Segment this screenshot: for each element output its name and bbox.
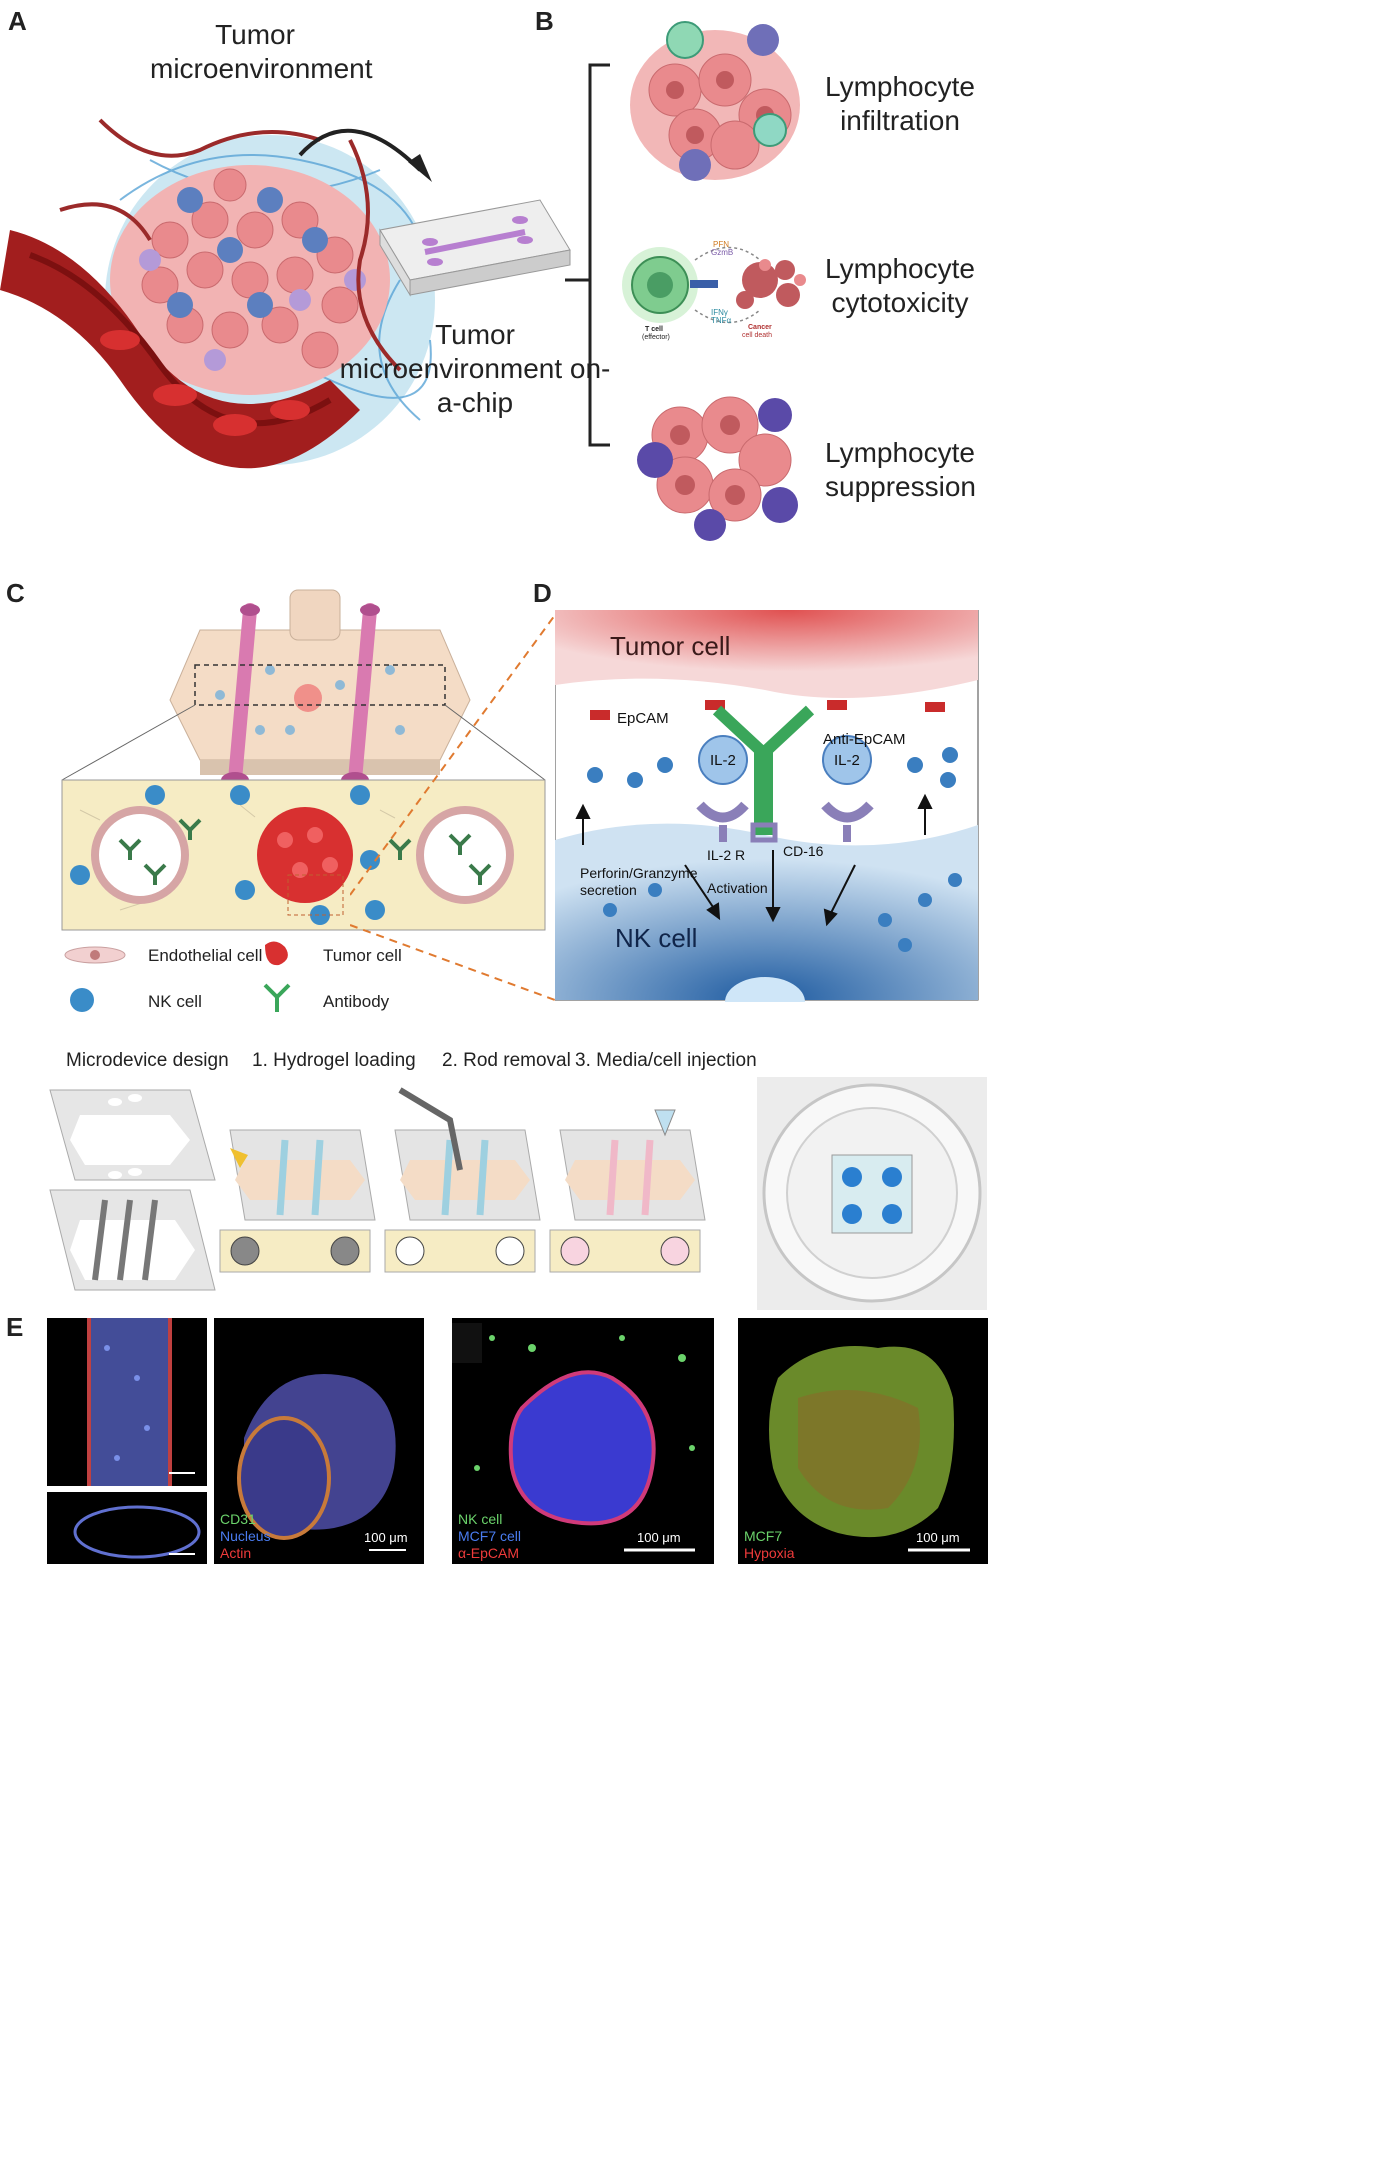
img2-legend-2: Nucleus <box>220 1528 271 1544</box>
cytotoxicity-line2: cytotoxicity <box>831 287 969 318</box>
nk-cell-text: NK cell <box>615 923 697 953</box>
tme-title-line1: Tumor <box>215 19 295 50</box>
img2-legend-3: Actin <box>220 1545 252 1561</box>
cytotoxicity-line1: Lymphocyte <box>825 253 975 284</box>
img4-legend-1: MCF7 <box>744 1528 783 1544</box>
cancer-text: Cancer <box>748 324 772 331</box>
img3-scale-text: 100 μm <box>637 1530 681 1545</box>
chip-caption-line3: a-chip <box>436 387 514 418</box>
nk-mcf7-image: NK cell MCF7 cell α-EpCAM 100 μm <box>452 1318 714 1564</box>
suppression-illustration <box>637 396 798 541</box>
infiltration-line2: infiltration <box>840 105 960 136</box>
cd16-text: CD-16 <box>783 843 824 859</box>
legend-antibody: Antibody <box>323 992 390 1011</box>
infiltration-line1: Lymphocyte <box>825 71 975 102</box>
chip-caption-line1: Tumor <box>435 319 515 350</box>
fabrication-steps-illustration <box>49 1087 706 1291</box>
perforin-line2: secretion <box>580 882 637 898</box>
panel-e-label: E <box>6 1312 24 1342</box>
panel-a-label: A <box>8 6 27 36</box>
il2r-text: IL-2 R <box>707 847 745 863</box>
suppression-line1: Lymphocyte <box>825 437 975 468</box>
panel-d-illustration: Tumor cell NK cell EpCAM Anti-EpCAM IL-2… <box>555 610 979 1002</box>
step2-title: 2. Rod removal <box>442 1050 571 1071</box>
tnfa-text: TNFα <box>711 316 732 325</box>
img2-scale-text: 100 μm <box>364 1530 408 1545</box>
gzmb-text: GzmB <box>711 248 733 257</box>
tumor-microenvironment-illustration <box>0 118 435 469</box>
vessel-image-top <box>47 1318 207 1486</box>
panel-c-illustration <box>61 589 546 1012</box>
anti-epcam-text: Anti-EpCAM <box>823 731 906 748</box>
tme-title: Tumor microenvironment <box>150 18 373 86</box>
zoom-connectors <box>350 614 556 1001</box>
img2-legend-1: CD31 <box>220 1511 256 1527</box>
ifng-text: IFNγ <box>711 308 728 317</box>
epcam-text: EpCAM <box>617 710 669 727</box>
curved-arrow <box>298 128 432 182</box>
img4-scale-text: 100 μm <box>916 1530 960 1545</box>
legend-nk: NK cell <box>148 992 202 1011</box>
cytotoxicity-illustration: PFN GzmB IFNγ TNFα T cell (effector) Can… <box>622 240 806 341</box>
il2-right-text: IL-2 <box>834 752 860 769</box>
tumor-cell-text: Tumor cell <box>610 631 730 661</box>
panel-c-label: C <box>6 578 25 608</box>
img3-legend-3: α-EpCAM <box>458 1545 519 1561</box>
tcell-sub-text: (effector) <box>642 334 670 341</box>
chip-caption: Tumor microenvironment on- a-chip <box>330 318 620 420</box>
img3-legend-1: NK cell <box>458 1511 503 1527</box>
infiltration-label: Lymphocyte infiltration <box>825 70 975 138</box>
chip-caption-line2: microenvironment on- <box>339 353 611 384</box>
infiltration-illustration <box>630 21 800 181</box>
step-design-title: Microdevice design <box>66 1050 229 1071</box>
img3-legend-2: MCF7 cell <box>458 1528 522 1544</box>
vessel-3d-image: CD31 Nucleus Actin 100 μm <box>214 1318 424 1564</box>
suppression-line2: suppression <box>825 471 976 502</box>
legend-tumor: Tumor cell <box>323 946 402 965</box>
img4-legend-2: Hypoxia <box>744 1545 795 1561</box>
perforin-line1: Perforin/Granzyme <box>580 865 698 881</box>
step1-title: 1. Hydrogel loading <box>252 1050 416 1071</box>
chip-illustration <box>379 199 571 297</box>
vessel-image-bottom <box>47 1492 207 1564</box>
dish-photo <box>757 1077 987 1310</box>
step3-title: 3. Media/cell injection <box>575 1050 757 1071</box>
legend-endothelial: Endothelial cell <box>148 946 263 965</box>
cytotoxicity-label: Lymphocyte cytotoxicity <box>825 252 975 320</box>
pfn-text: PFN <box>713 240 729 249</box>
suppression-label: Lymphocyte suppression <box>825 436 976 504</box>
activation-text: Activation <box>707 880 768 896</box>
tme-title-line2: microenvironment <box>150 53 373 84</box>
panel-b-label: B <box>535 6 554 36</box>
bracket <box>565 63 610 447</box>
panel-d-label: D <box>533 578 552 608</box>
mcf7-hypoxia-image: MCF7 Hypoxia 100 μm <box>738 1318 988 1564</box>
tcell-text: T cell <box>645 326 663 333</box>
cancer-sub-text: cell death <box>742 332 772 339</box>
il2-left-text: IL-2 <box>710 752 736 769</box>
